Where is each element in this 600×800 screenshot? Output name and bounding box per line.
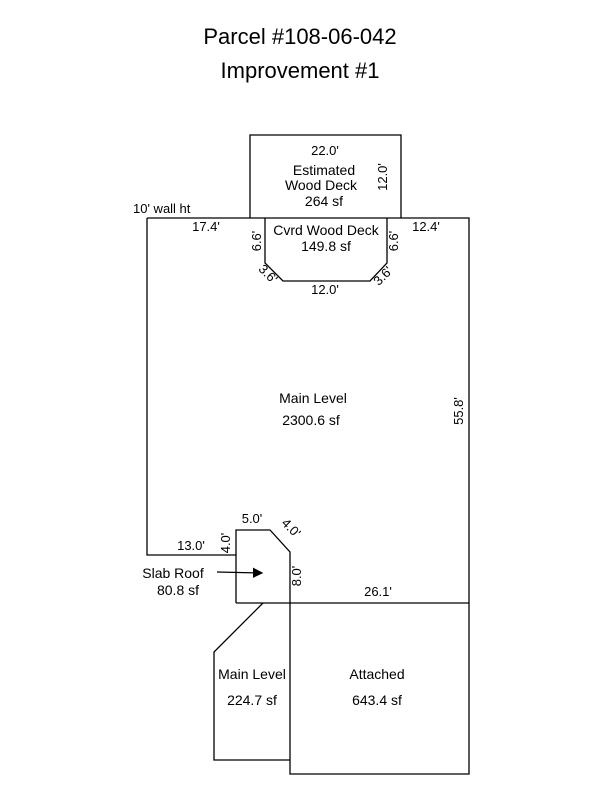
wall-height-note: 10' wall ht (133, 201, 191, 216)
covered-deck-left-dim: 6.6' (249, 231, 264, 252)
estimated-deck-label-line2: Wood Deck (285, 177, 358, 193)
covered-deck-right-diagonal-dim: 3.6' (370, 263, 395, 288)
attached-outline (289, 603, 470, 775)
covered-deck-bottom-dim: 12.0' (311, 282, 339, 297)
main-level-outline (146, 217, 470, 604)
slab-roof-arrow (216, 567, 264, 578)
lower-main-level-outline (213, 602, 290, 761)
slab-roof-top-dim: 5.0' (242, 511, 263, 526)
estimated-deck-area: 264 sf (305, 193, 343, 209)
main-level-label: Main Level (279, 390, 347, 406)
estimated-deck-outline (249, 134, 402, 218)
slab-roof-label: Slab Roof (142, 565, 204, 581)
main-level-top-right-dim: 12.4' (412, 219, 440, 234)
covered-deck-label: Cvrd Wood Deck (273, 222, 380, 238)
attached-area: 643.4 sf (352, 692, 402, 708)
main-level-bottom-right-dim: 26.1' (364, 584, 392, 599)
improvement-subtitle: Improvement #1 (220, 58, 380, 83)
covered-deck-area: 149.8 sf (301, 238, 351, 254)
main-level-right-dim: 55.8' (451, 397, 466, 425)
main-level-area: 2300.6 sf (282, 412, 340, 428)
slab-roof-diagonal-dim: 4.0' (279, 515, 304, 540)
covered-deck-right-dim: 6.6' (386, 231, 401, 252)
lower-main-level-label: Main Level (218, 666, 286, 682)
slab-roof-outline (235, 529, 291, 604)
main-level-bottom-left-dim: 13.0' (177, 538, 205, 553)
covered-deck-left-diagonal-dim: 3.6' (256, 261, 281, 286)
slab-roof-left-dim: 4.0' (218, 533, 233, 554)
estimated-deck-width: 22.0' (311, 143, 339, 158)
parcel-title: Parcel #108-06-042 (203, 24, 397, 49)
slab-roof-right-dim: 8.0' (289, 566, 304, 587)
estimated-deck-label-line1: Estimated (293, 162, 355, 178)
slab-roof-area: 80.8 sf (157, 582, 199, 598)
main-level-top-left-dim: 17.4' (192, 219, 220, 234)
estimated-deck-depth: 12.0' (375, 163, 390, 191)
covered-deck-outline (264, 218, 388, 282)
lower-main-level-area: 224.7 sf (227, 692, 277, 708)
attached-label: Attached (349, 666, 404, 682)
